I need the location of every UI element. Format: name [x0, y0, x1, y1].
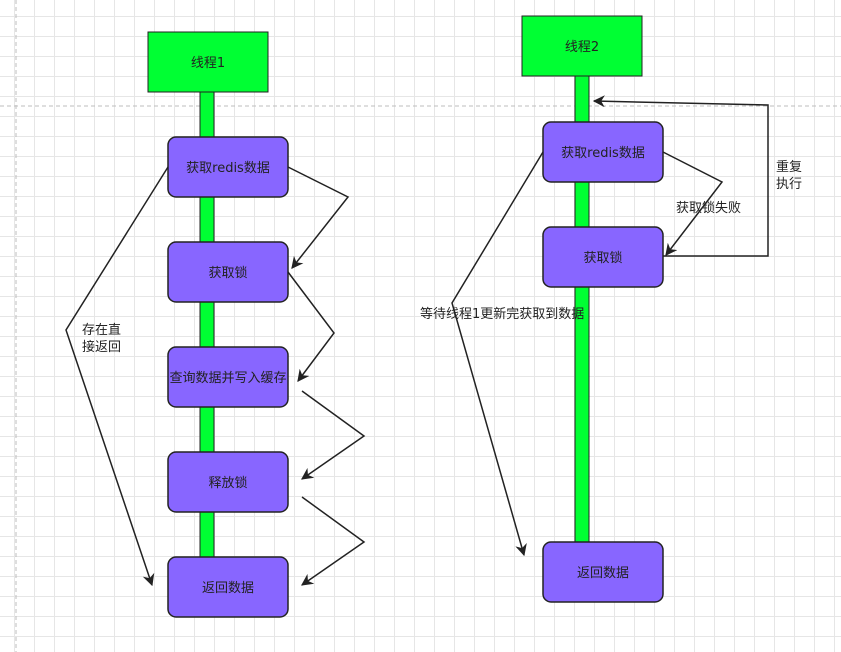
thread2-title: 线程2 [565, 40, 599, 55]
thread1-arrow-direct-return[interactable] [65, 166, 169, 587]
thread2-step-get-lock-label: 获取锁 [583, 250, 622, 266]
thread2-arrow-redis-to-lock[interactable] [662, 151, 724, 256]
thread1-title: 线程1 [191, 56, 225, 71]
thread2-step-get-redis[interactable]: 获取redis数据 [542, 121, 664, 183]
thread1-step-release-lock-label: 释放锁 [208, 475, 247, 491]
thread2-arrow-wait-return[interactable] [451, 151, 544, 557]
thread1-direct-return-label-line2: 接返回 [82, 339, 121, 355]
thread1-step-return-data[interactable]: 返回数据 [167, 556, 289, 618]
thread1-arrow-release-to-return[interactable] [301, 496, 366, 586]
thread1-step-release-lock[interactable]: 释放锁 [167, 451, 289, 513]
thread2-lock-fail-label: 获取锁失败 [676, 200, 741, 216]
thread1-step-get-redis-label: 获取redis数据 [186, 161, 270, 176]
thread2-step-return-data[interactable]: 返回数据 [542, 541, 664, 603]
thread1-step-return-data-label: 返回数据 [202, 581, 254, 596]
thread2-retry-label-line2: 执行 [776, 177, 802, 192]
thread1-step-get-redis[interactable]: 获取redis数据 [167, 136, 289, 198]
thread2-header[interactable]: 线程2 [521, 15, 643, 77]
thread1-step-query-write[interactable]: 查询数据并写入缓存 [167, 346, 289, 408]
thread1-step-get-lock-label: 获取锁 [208, 265, 247, 281]
thread1-direct-return-label-line1: 存在直 [82, 323, 121, 338]
thread1-arrow-redis-to-lock[interactable] [287, 166, 350, 269]
thread1-step-get-lock[interactable]: 获取锁 [167, 241, 289, 303]
thread2-step-return-data-label: 返回数据 [577, 566, 629, 581]
thread2-step-get-lock[interactable]: 获取锁 [542, 226, 664, 288]
thread2-wait-label: 等待线程1更新完获取到数据 [420, 306, 584, 322]
thread1-step-query-write-label: 查询数据并写入缓存 [169, 371, 286, 386]
thread1-arrow-query-to-release[interactable] [301, 390, 366, 480]
thread1-header[interactable]: 线程1 [147, 31, 269, 93]
thread2-step-get-redis-label: 获取redis数据 [561, 146, 645, 161]
thread1-arrow-lock-to-query[interactable] [287, 271, 335, 382]
thread2-retry-label-line1: 重复 [776, 159, 802, 175]
thread2-arrow-retry-loop[interactable] [592, 95, 769, 257]
